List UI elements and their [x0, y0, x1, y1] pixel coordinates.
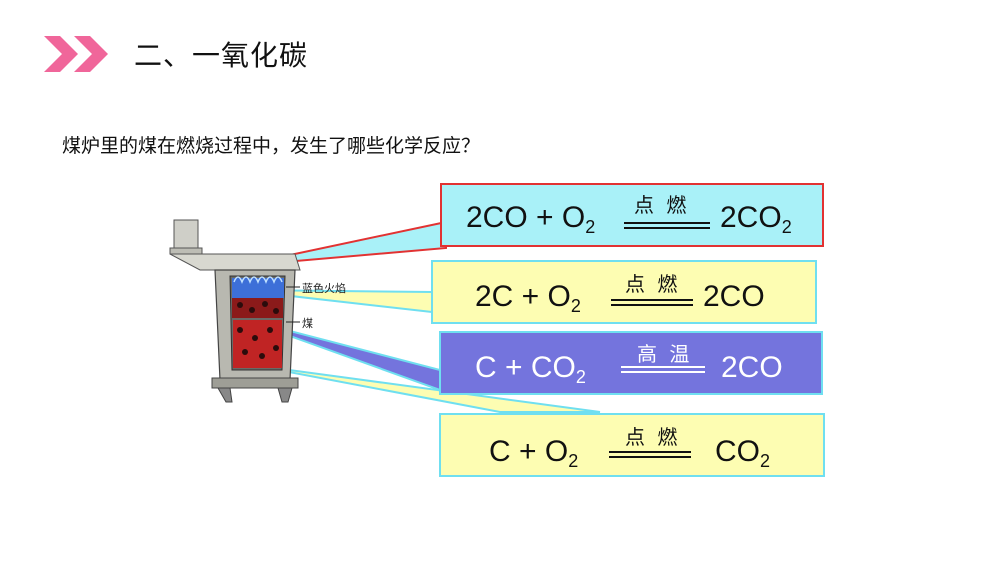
page-title: 二、一氧化碳: [134, 39, 309, 72]
question-text: 煤炉里的煤在燃烧过程中，发生了哪些化学反应？: [62, 135, 481, 157]
connector-4: [251, 364, 601, 413]
equation-1-right: 2CO2: [720, 201, 792, 237]
equation-2-left: 2C + O2: [475, 280, 581, 316]
equation-2-condition: 点 燃: [625, 272, 681, 296]
equation-3-condition: 高 温: [637, 342, 693, 366]
equation-1-left: 2CO + O2: [466, 201, 596, 237]
double-chevron-icon: [44, 36, 108, 72]
coal-stove-illustration: [169, 219, 301, 403]
equation-4-equals: [609, 451, 691, 458]
equation-3-right: 2CO: [721, 351, 783, 384]
equation-4-condition: 点 燃: [625, 425, 681, 449]
label-blue-flame: 蓝色火焰: [302, 282, 346, 295]
equation-box-2: 2C + O2 点 燃 2CO: [431, 260, 817, 324]
equation-4-right: CO2: [715, 435, 771, 471]
label-coal: 煤: [302, 317, 313, 330]
equation-2-equals: [611, 299, 693, 306]
equation-1-condition: 点 燃: [634, 193, 690, 217]
equation-box-3: C + CO2 高 温 2CO: [439, 331, 823, 395]
equation-2-right: 2CO: [703, 280, 765, 313]
equation-1-equals: [624, 222, 710, 229]
equation-box-4: C + O2 点 燃 CO2: [439, 413, 825, 477]
equation-box-1: 2CO + O2 点 燃 2CO2: [440, 183, 824, 247]
equation-4-left: C + O2: [489, 435, 579, 471]
equation-3-equals: [621, 366, 705, 373]
equation-3-left: C + CO2: [475, 351, 586, 387]
